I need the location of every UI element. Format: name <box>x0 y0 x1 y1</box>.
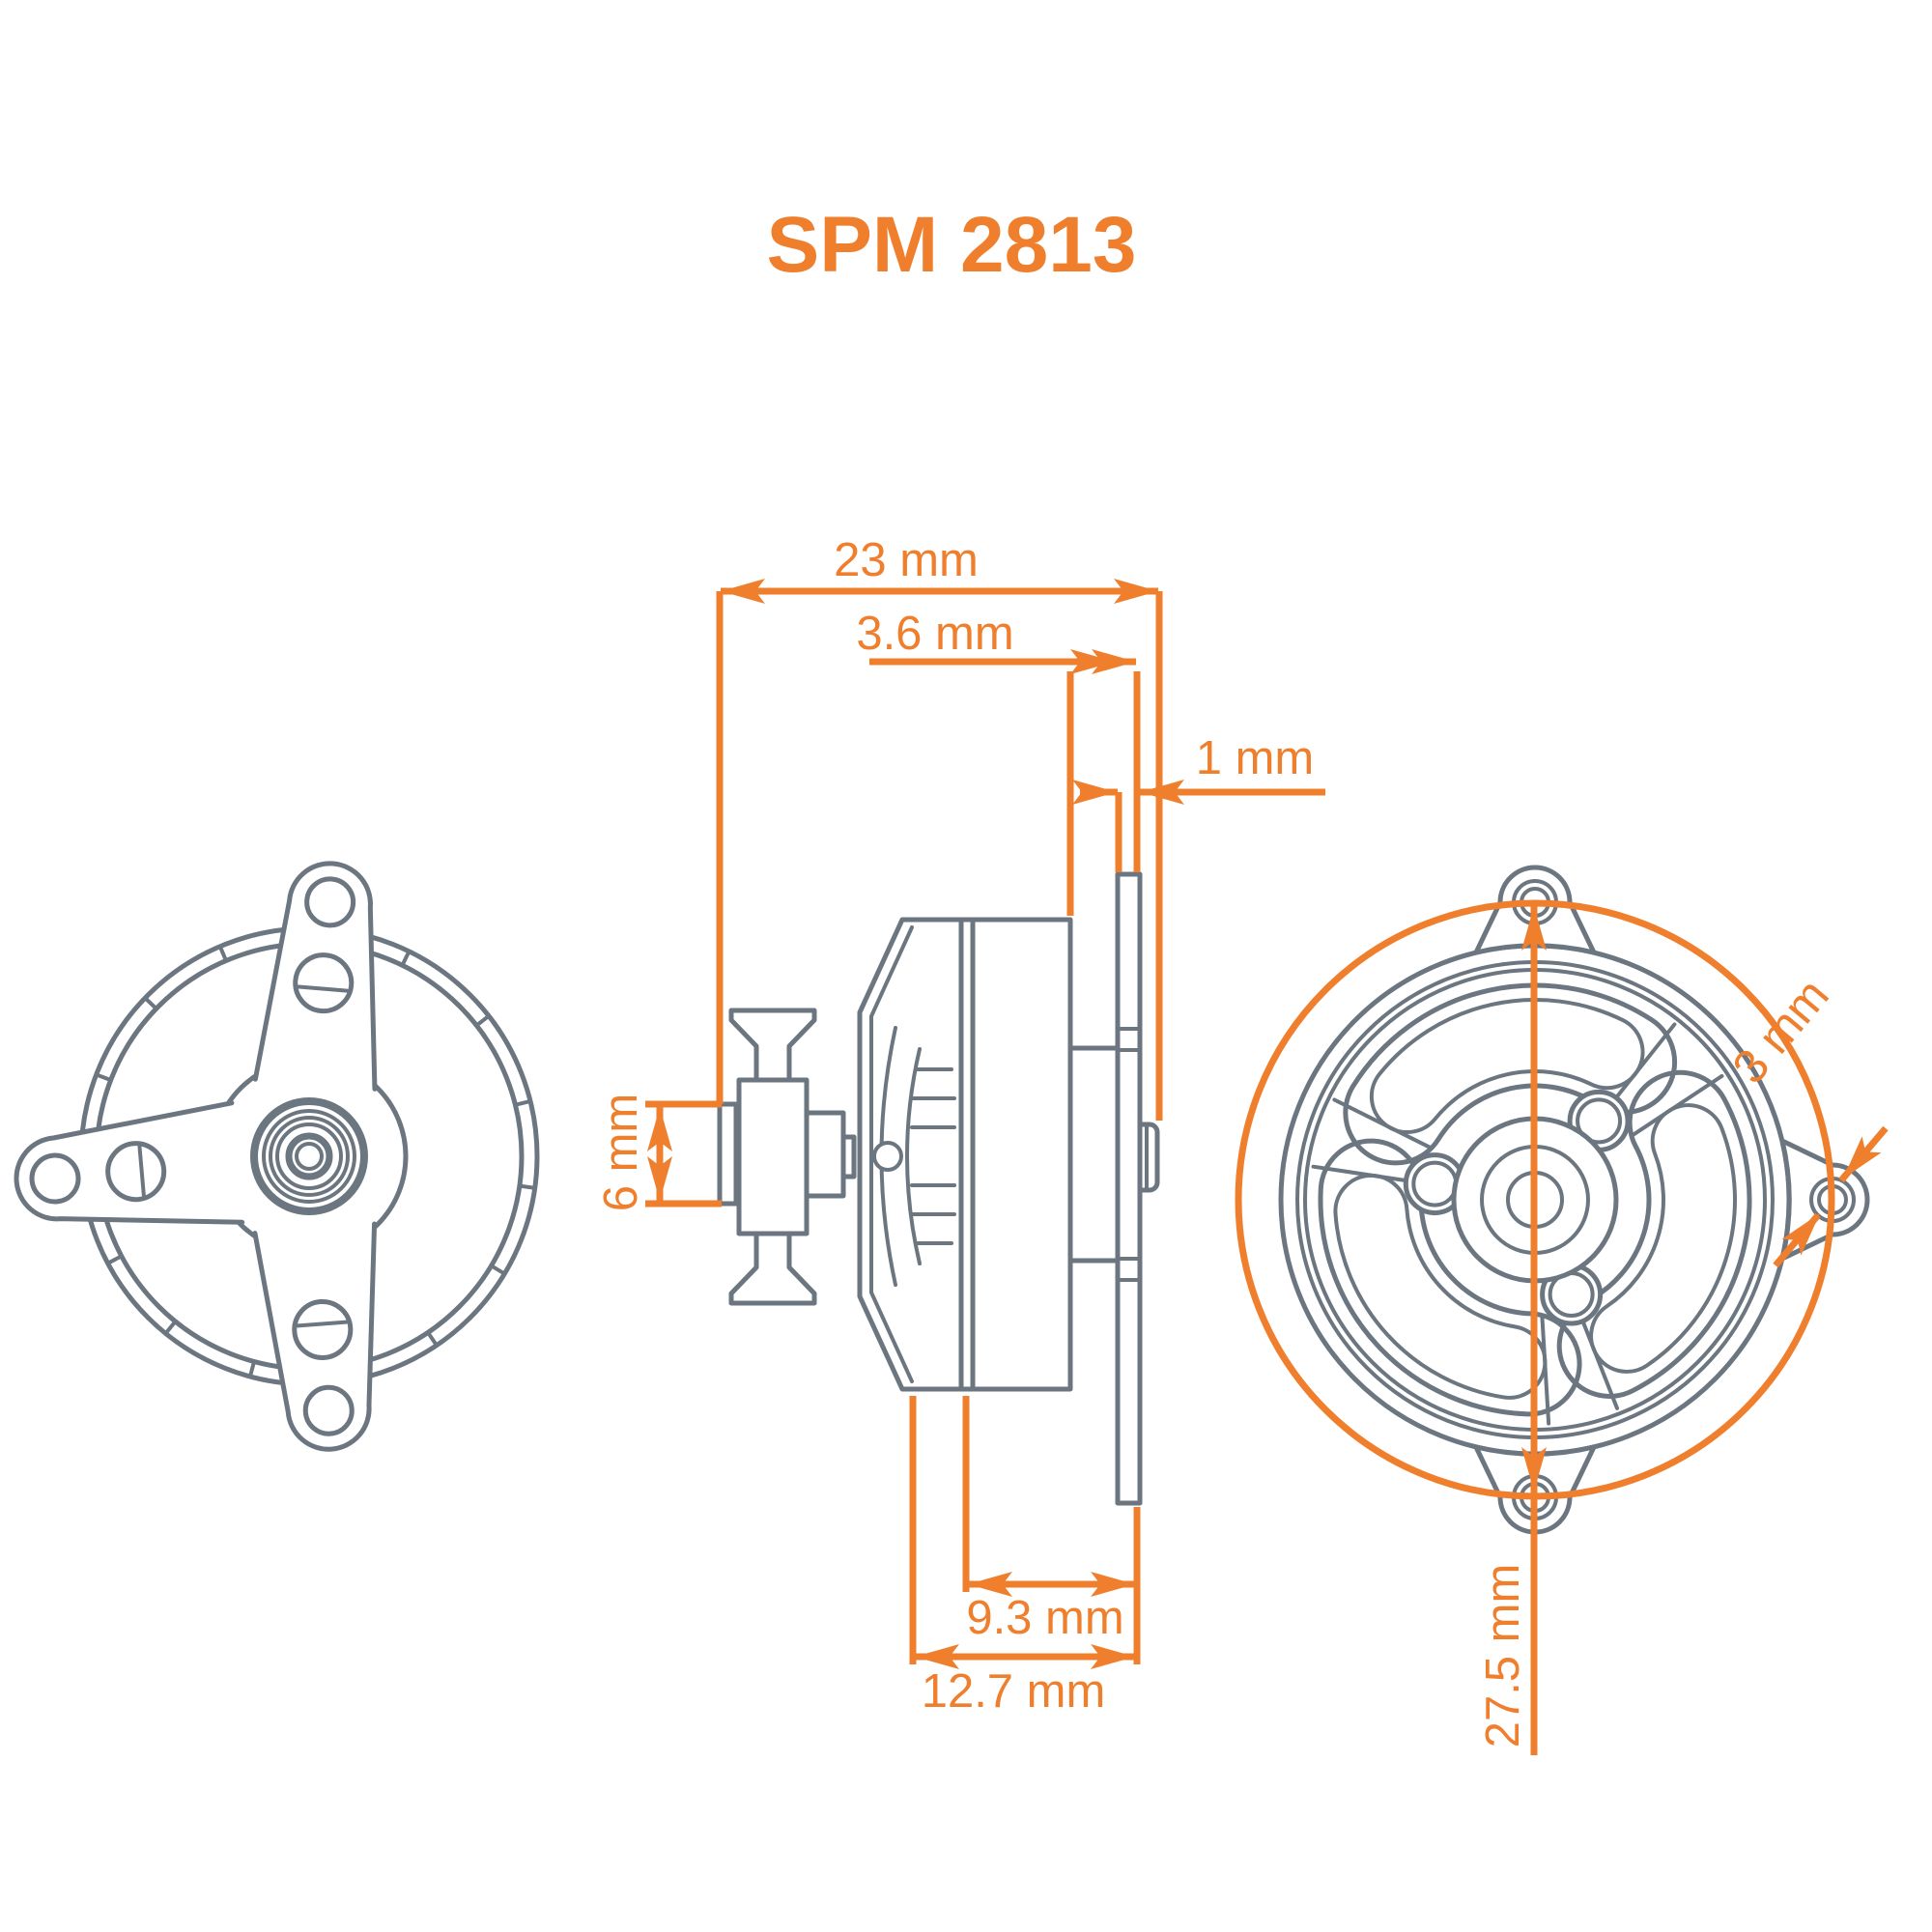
mount-arm <box>14 1100 245 1225</box>
hub-ring-2 <box>262 1109 356 1204</box>
front-view <box>14 861 540 1452</box>
hub-ring-4 <box>275 1122 343 1190</box>
web-rib-line <box>1540 1315 1551 1426</box>
web-rib-line <box>1332 1097 1432 1150</box>
hub-ring <box>250 1097 368 1215</box>
shaft-hole <box>295 1142 324 1171</box>
extension-lines <box>645 591 1163 1664</box>
rim-tick <box>248 1360 256 1378</box>
arrowhead <box>1843 1136 1882 1179</box>
web-rib-line <box>1631 1073 1724 1137</box>
arrowhead <box>647 1107 672 1151</box>
arm-tip-hole <box>29 1152 81 1205</box>
arm-screw-slot <box>292 1298 354 1360</box>
arrowhead <box>1781 1213 1820 1256</box>
rim-tick <box>490 1264 506 1276</box>
stator-column <box>1067 1045 1122 1264</box>
arrowhead <box>1072 780 1117 805</box>
vent-slot <box>1343 982 1677 1166</box>
arm-screw-slot <box>105 1141 167 1203</box>
dim-label-plate-thickness: 1 mm <box>1196 732 1315 784</box>
arrowhead <box>1091 1644 1135 1669</box>
rim-tick <box>106 1254 123 1265</box>
shaft-collar <box>285 1132 333 1180</box>
arrowhead <box>1140 780 1184 805</box>
shaft-collet <box>804 1110 846 1199</box>
vent-slots <box>1318 982 1752 1417</box>
screw-slot-line <box>297 984 350 993</box>
bell-window-arc-inner <box>905 1047 922 1265</box>
dimension-arrowheads <box>647 579 1882 1669</box>
arm-tip-hole <box>304 876 356 928</box>
rim-tick <box>475 1014 491 1027</box>
prop-saver-pin-bottom <box>728 1229 817 1306</box>
motor-bell <box>857 917 1073 1392</box>
arrowhead <box>1521 906 1547 951</box>
back-view <box>1278 865 1870 1535</box>
rim-tick <box>164 1320 177 1335</box>
dim-label-hole-spacing: 27.5 mm <box>1477 1564 1529 1748</box>
screw-slot-line <box>137 1145 146 1198</box>
vent-slot-inner-line <box>1589 1103 1737 1374</box>
mount-plate-edge <box>1115 871 1143 1506</box>
arrowhead <box>721 579 765 604</box>
arrowhead <box>1091 1572 1135 1597</box>
arrowhead <box>647 1156 672 1201</box>
dim-label-shaft-diameter: 6 mm <box>595 1094 647 1212</box>
rim-tick <box>400 950 412 967</box>
arrowhead <box>1521 1447 1547 1492</box>
bell-window-hole <box>872 1141 903 1172</box>
vent-slot <box>1556 1070 1752 1399</box>
arrowhead <box>1070 649 1115 674</box>
web-rib-line <box>1576 1307 1620 1410</box>
rim-tick <box>426 1331 439 1347</box>
web-rib-line <box>1311 1164 1421 1184</box>
mount-arm <box>252 1221 378 1452</box>
rim-tick <box>518 1183 536 1190</box>
dim-label-overall-length: 23 mm <box>834 534 979 586</box>
web-ribs <box>1311 1022 1724 1426</box>
vent-slot-inner-line <box>1333 1173 1548 1400</box>
bell-chamfer-lines <box>869 925 914 1383</box>
side-view <box>717 871 1160 1506</box>
dimension-lines <box>645 579 1889 1755</box>
bell-vent-slats <box>910 1067 956 1245</box>
arrowhead <box>915 1644 959 1669</box>
dim-label-stator-length: 9.3 mm <box>966 1592 1123 1644</box>
rim-tick <box>95 1072 112 1082</box>
arm-tip-hole <box>302 1384 355 1436</box>
mount-plate-notches <box>1116 1027 1142 1282</box>
vent-slot <box>1318 1138 1581 1417</box>
rim-tick <box>143 996 158 1010</box>
screw-slot-line <box>296 1320 349 1328</box>
prop-saver-block <box>736 1077 810 1236</box>
spider-arms <box>14 861 378 1452</box>
shaft-washer <box>840 1134 857 1179</box>
vent-slot-inner-line <box>1369 998 1645 1134</box>
rim-tick <box>514 1099 532 1107</box>
prop-saver-pin-top <box>728 1008 817 1085</box>
dim-label-rear-section: 3.6 mm <box>856 608 1013 660</box>
front-hub <box>250 1097 368 1215</box>
hub-ring-3 <box>269 1116 350 1197</box>
screw-boss-inner <box>1576 1097 1623 1145</box>
web-rib-line <box>1605 1022 1677 1110</box>
mount-arm <box>252 861 378 1092</box>
arm-screw-slot <box>293 952 355 1014</box>
page-title: SPM 2813 <box>767 201 1137 289</box>
arrowhead <box>1092 649 1136 674</box>
arrowhead <box>1114 579 1158 604</box>
arrowhead <box>968 1572 1012 1597</box>
dim-label-body-length: 12.7 mm <box>922 1665 1106 1718</box>
rim-tick <box>218 945 228 962</box>
